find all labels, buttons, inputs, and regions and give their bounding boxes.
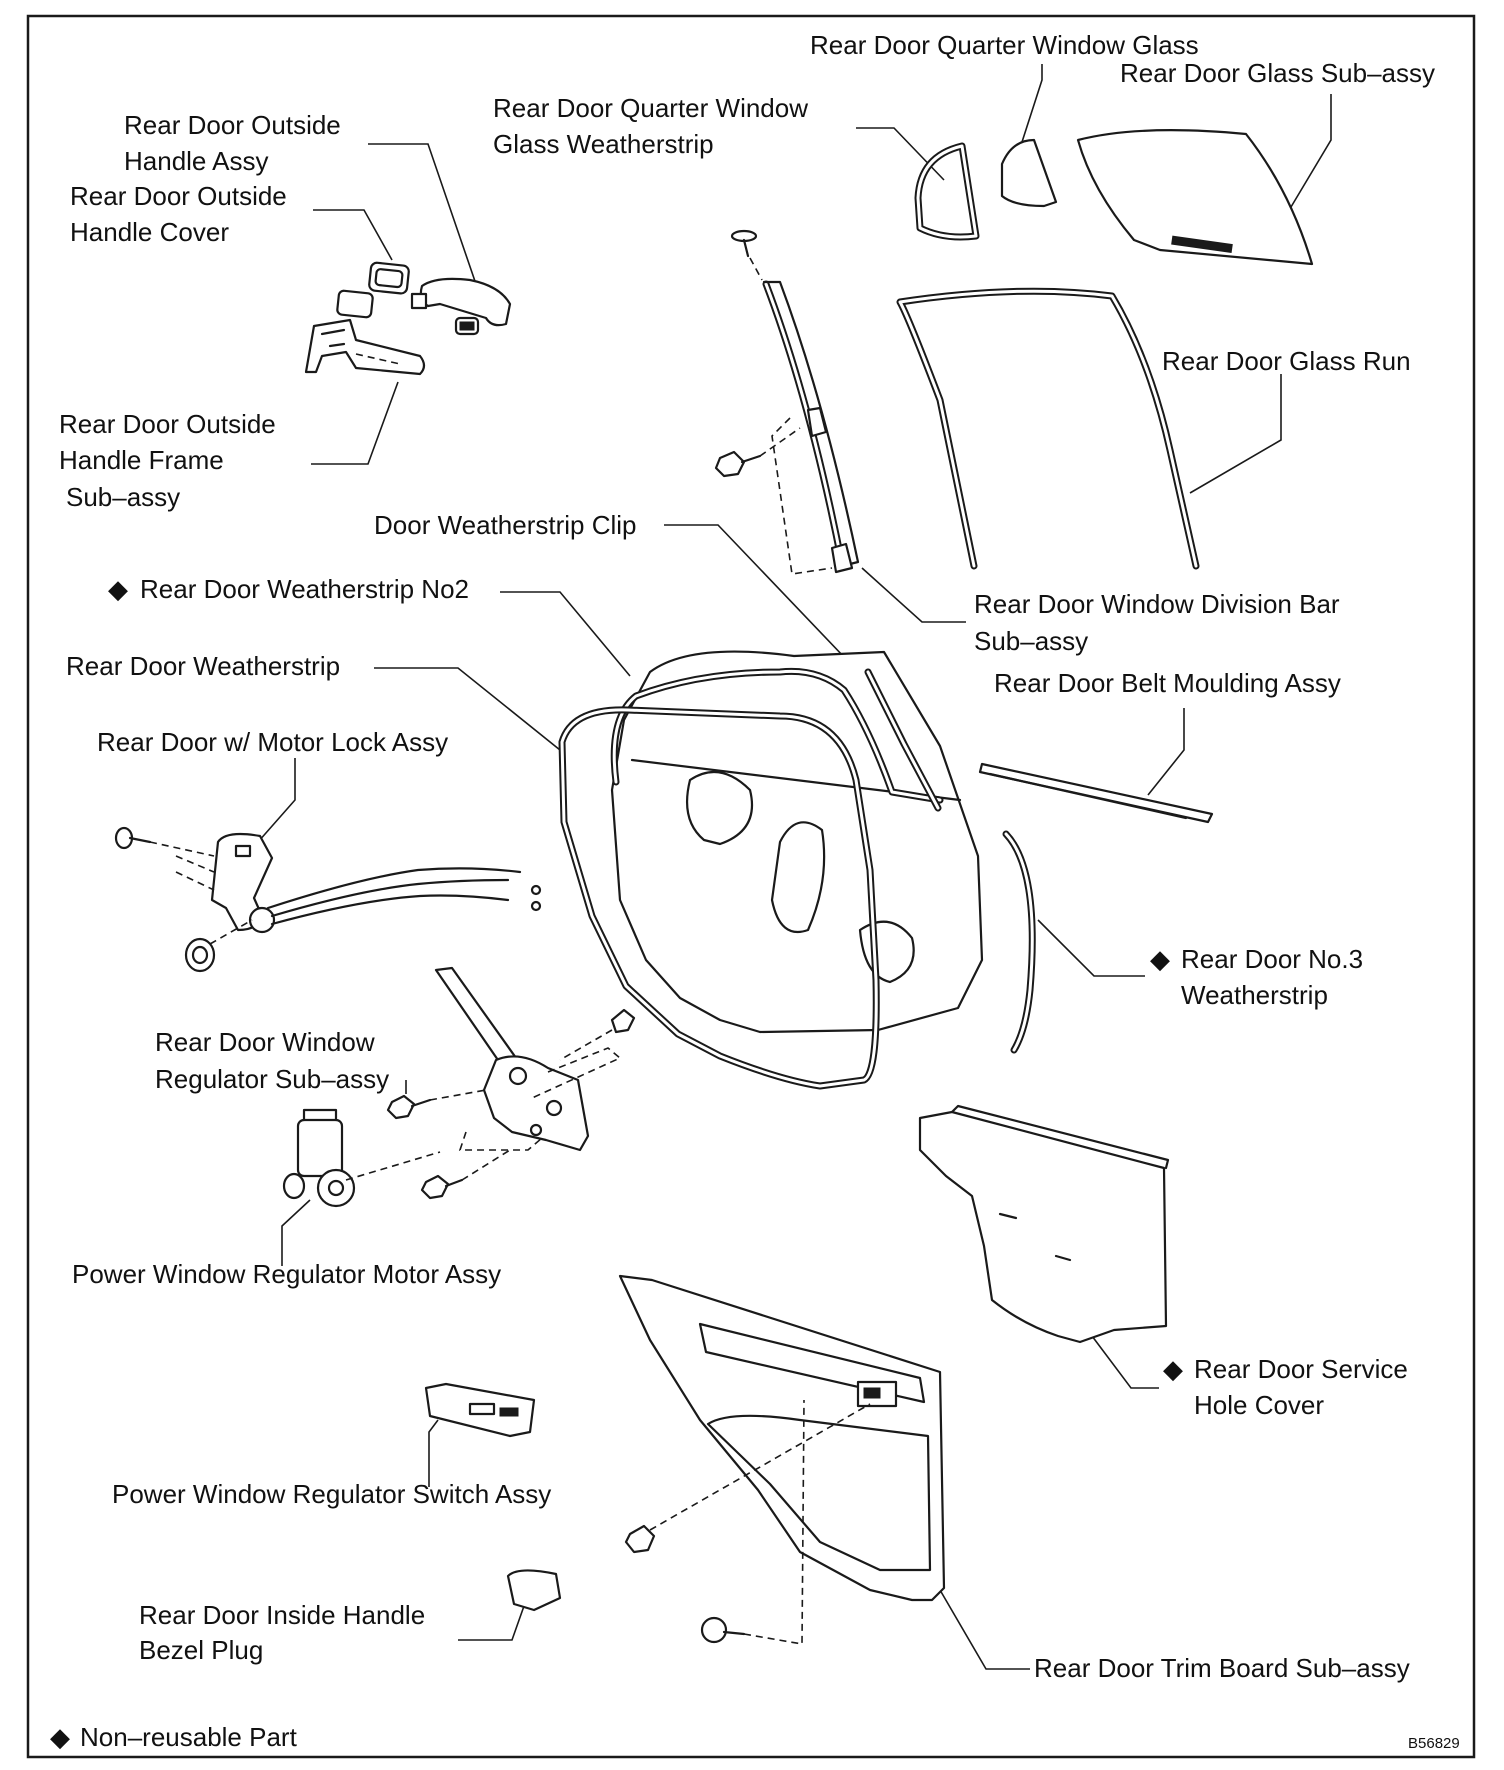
regulator-bolt-top-icon	[559, 1008, 636, 1061]
legend-text: Non–reusable Part	[80, 1722, 298, 1752]
bolt-division-bar-icon	[714, 427, 801, 478]
label-division-bar-line1: Rear Door Window Division Bar	[974, 589, 1340, 619]
label-bezel-line1: Rear Door Inside Handle	[139, 1600, 425, 1630]
label-belt-moulding: Rear Door Belt Moulding Assy	[994, 668, 1341, 698]
label-ws-no2: Rear Door Weatherstrip No2	[140, 574, 469, 604]
regulator-bolt-low-icon	[420, 1149, 511, 1200]
trim-screw-icon	[624, 1403, 871, 1554]
label-outside-handle-line2: Handle Assy	[124, 146, 269, 176]
part-labels: Rear Door Quarter Window Glass Rear Door…	[50, 30, 1460, 1752]
screw-top-icon	[730, 229, 763, 281]
outside-handle-part	[410, 277, 512, 336]
label-handle-cover-line2: Handle Cover	[70, 217, 229, 247]
quarter-window-glass-part	[1000, 138, 1058, 208]
label-glass-sub-assy: Rear Door Glass Sub–assy	[1120, 58, 1435, 88]
division-bar-part	[762, 280, 860, 575]
legend-symbol: ◆	[50, 1722, 70, 1752]
glass-sub-assy-part	[1076, 129, 1314, 266]
label-outside-handle-line1: Rear Door Outside	[124, 110, 341, 140]
label-ws-clip: Door Weatherstrip Clip	[374, 510, 637, 540]
label-quarter-ws-line1: Rear Door Quarter Window	[493, 93, 808, 123]
window-regulator-part	[434, 966, 622, 1152]
label-handle-frame-line2: Handle Frame	[59, 445, 224, 475]
label-handle-frame-line1: Rear Door Outside	[59, 409, 276, 439]
quarter-window-weatherstrip-part	[914, 142, 980, 241]
label-handle-cover-line1: Rear Door Outside	[70, 181, 287, 211]
glass-run-part	[896, 287, 1200, 570]
weatherstrip-clip-part	[864, 668, 942, 812]
label-trim-board: Rear Door Trim Board Sub–assy	[1034, 1653, 1410, 1683]
label-bezel-line2: Bezel Plug	[139, 1635, 263, 1665]
label-motor-lock: Rear Door w/ Motor Lock Assy	[97, 727, 448, 757]
diagram-code: B56829	[1408, 1735, 1460, 1752]
bezel-plug-part	[506, 1569, 562, 1612]
label-glass-run: Rear Door Glass Run	[1162, 346, 1411, 376]
service-hole-cover-part	[918, 1104, 1170, 1344]
label-handle-frame-line3: Sub–assy	[66, 482, 180, 512]
diagram-border	[26, 14, 1476, 1759]
label-switch-assy: Power Window Regulator Switch Assy	[112, 1479, 551, 1509]
belt-moulding-part	[978, 762, 1214, 824]
non-reusable-marker: ◆	[1150, 944, 1170, 974]
outside-handle-cover-part	[336, 261, 410, 319]
non-reusable-marker: ◆	[1163, 1354, 1183, 1384]
label-division-bar-line2: Sub–assy	[974, 626, 1088, 656]
label-quarter-window-glass: Rear Door Quarter Window Glass	[810, 30, 1199, 60]
label-regulator-line2: Regulator Sub–assy	[155, 1064, 389, 1094]
label-service-cover-line2: Hole Cover	[1194, 1390, 1324, 1420]
label-weatherstrip: Rear Door Weatherstrip	[66, 651, 340, 681]
label-no3-ws-line1: Rear Door No.3	[1181, 944, 1363, 974]
rear-door-weatherstrip-part	[558, 706, 880, 1090]
label-service-cover-line1: Rear Door Service	[1194, 1354, 1408, 1384]
non-reusable-marker: ◆	[108, 574, 128, 604]
lock-grommet-icon	[184, 919, 253, 973]
regulator-bolt-mid-icon	[386, 1089, 487, 1120]
label-quarter-ws-line2: Glass Weatherstrip	[493, 129, 714, 159]
label-no3-ws-line2: Weatherstrip	[1181, 980, 1328, 1010]
label-regulator-line1: Rear Door Window	[155, 1027, 375, 1057]
handle-frame-part	[304, 318, 426, 376]
lock-screw-icon	[114, 826, 215, 891]
regulator-motor-part	[282, 1108, 441, 1208]
trim-board-part	[618, 1274, 946, 1602]
leader-lines	[257, 64, 1332, 1670]
motor-lock-part	[210, 832, 542, 934]
no3-weatherstrip-part	[1002, 830, 1036, 1054]
switch-assy-part	[424, 1382, 536, 1438]
door-body-part	[610, 650, 984, 1034]
label-motor-assy: Power Window Regulator Motor Assy	[72, 1259, 501, 1289]
trim-clip-icon	[700, 1399, 805, 1645]
